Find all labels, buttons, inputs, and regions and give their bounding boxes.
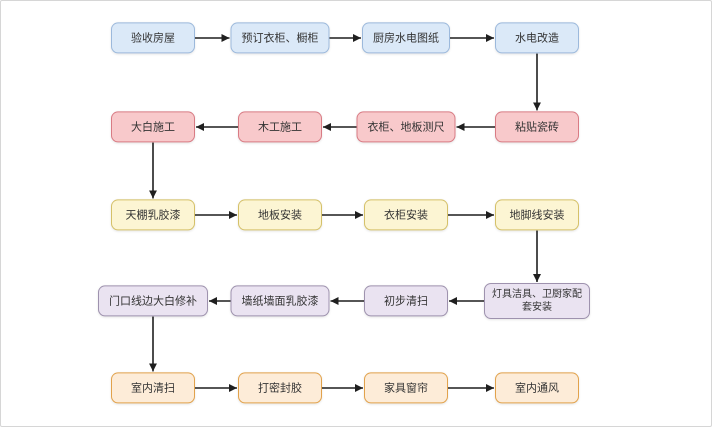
flow-node-n16: 灯具洁具、卫厨家配套安装 — [484, 283, 590, 319]
flow-node-label: 室内清扫 — [131, 381, 175, 395]
flow-node-n15: 初步清扫 — [364, 285, 448, 317]
flow-node-n19: 家具窗帘 — [364, 372, 448, 404]
flow-node-n7: 衣柜、地板测尺 — [356, 111, 456, 143]
flow-node-label: 初步清扫 — [384, 294, 428, 308]
flow-node-n11: 衣柜安装 — [364, 199, 448, 231]
flow-node-label: 打密封胶 — [258, 381, 302, 395]
flow-node-n8: 粘贴瓷砖 — [495, 111, 579, 143]
flow-node-n3: 厨房水电图纸 — [362, 22, 450, 54]
flow-node-n18: 打密封胶 — [238, 372, 322, 404]
flow-node-label: 木工施工 — [258, 120, 302, 134]
flow-node-label: 门口线边大白修补 — [109, 294, 197, 308]
flow-node-n1: 验收房屋 — [111, 22, 195, 54]
flow-node-n20: 室内通风 — [495, 372, 579, 404]
flow-node-label: 灯具洁具、卫厨家配套安装 — [492, 289, 582, 313]
flow-node-n4: 水电改造 — [495, 22, 579, 54]
flow-node-label: 地板安装 — [258, 208, 302, 222]
flow-node-n2: 预订衣柜、橱柜 — [230, 22, 330, 54]
flow-node-label: 厨房水电图纸 — [373, 31, 439, 45]
flow-node-label: 验收房屋 — [131, 31, 175, 45]
flow-node-label: 室内通风 — [515, 381, 559, 395]
flow-node-label: 墙纸墙面乳胶漆 — [241, 294, 319, 308]
flow-node-n10: 地板安装 — [238, 199, 322, 231]
flow-node-n12: 地脚线安装 — [495, 199, 579, 231]
flow-node-label: 预订衣柜、橱柜 — [241, 31, 319, 45]
flow-node-label: 水电改造 — [515, 31, 559, 45]
flow-node-label: 家具窗帘 — [384, 381, 428, 395]
flow-node-n14: 墙纸墙面乳胶漆 — [230, 285, 330, 317]
flow-node-label: 大白施工 — [131, 120, 175, 134]
flow-node-n13: 门口线边大白修补 — [98, 285, 208, 317]
flow-node-label: 衣柜、地板测尺 — [367, 120, 445, 134]
flow-node-label: 衣柜安装 — [384, 208, 428, 222]
flow-node-label: 天棚乳胶漆 — [125, 208, 181, 222]
flow-node-n17: 室内清扫 — [111, 372, 195, 404]
flow-node-n6: 木工施工 — [238, 111, 322, 143]
flow-node-label: 地脚线安装 — [509, 208, 565, 222]
flow-node-label: 粘贴瓷砖 — [515, 120, 559, 134]
flow-node-n9: 天棚乳胶漆 — [111, 199, 195, 231]
flow-node-n5: 大白施工 — [111, 111, 195, 143]
